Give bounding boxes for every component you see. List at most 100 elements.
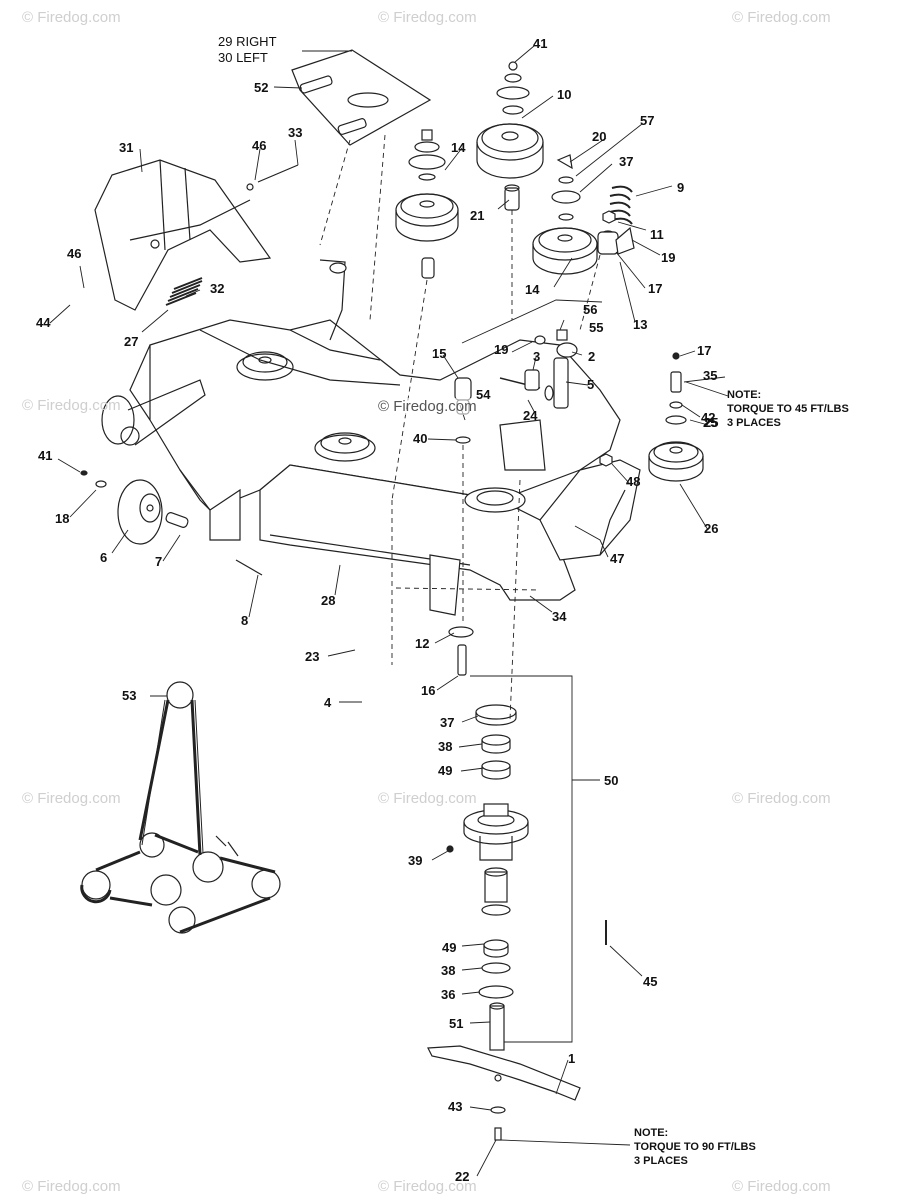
watermark: © Firedog.com <box>22 1178 121 1195</box>
callout: 56 <box>583 302 598 317</box>
watermark: © Firedog.com <box>378 790 477 807</box>
callout: 37 <box>619 154 634 169</box>
callout: 36 <box>441 987 456 1002</box>
callout: 19 <box>494 342 509 357</box>
callout: 44 <box>36 315 51 330</box>
gauge-wheel <box>117 479 163 545</box>
callout: 37 <box>440 715 455 730</box>
callout: 28 <box>321 593 336 608</box>
left-label: 30 LEFT <box>218 50 268 65</box>
note-line: 3 PLACES <box>727 417 781 429</box>
callout: 57 <box>640 113 655 128</box>
callout: 16 <box>421 683 436 698</box>
callout: 9 <box>677 180 685 195</box>
callout: 47 <box>610 551 625 566</box>
callout: 5 <box>587 377 595 392</box>
callout: 55 <box>589 320 604 335</box>
callout: 42 <box>701 410 716 425</box>
callout: 49 <box>442 940 457 955</box>
callout: 6 <box>100 550 108 565</box>
callout: 39 <box>408 853 423 868</box>
wheel-spacer <box>165 512 189 528</box>
bolt-8 <box>235 559 263 576</box>
chute-spring <box>165 277 203 306</box>
right-label: 29 RIGHT <box>218 34 277 49</box>
callout: 24 <box>523 408 538 423</box>
torque-note-top: NOTE: TORQUE TO 45 FT/LBS 3 PLACES <box>727 388 849 430</box>
callout: 20 <box>592 129 607 144</box>
watermark: © Firedog.com <box>732 9 831 26</box>
callout: 40 <box>413 431 428 446</box>
callout: 33 <box>288 125 303 140</box>
mower-deck <box>129 259 641 616</box>
note-line: TORQUE TO 90 FT/LBS <box>634 1141 756 1153</box>
callout: 14 <box>525 282 540 297</box>
watermark: © Firedog.com <box>22 790 121 807</box>
callout: 34 <box>552 609 567 624</box>
callout: 35 <box>703 368 718 383</box>
callout: 7 <box>155 554 163 569</box>
callout: 26 <box>704 521 719 536</box>
callout: 38 <box>438 739 453 754</box>
callout: 45 <box>643 974 658 989</box>
watermark: © Firedog.com <box>378 9 477 26</box>
pulley-26 <box>648 352 704 482</box>
callout: 10 <box>557 87 572 102</box>
shield-side-labels: 29 RIGHT 30 LEFT <box>218 34 277 66</box>
callout: 19 <box>661 250 676 265</box>
callout: 41 <box>533 36 548 51</box>
callout: 1 <box>568 1051 576 1066</box>
callout: 46 <box>67 246 82 261</box>
callout: 22 <box>455 1169 470 1184</box>
idler-spring-9 <box>609 185 633 225</box>
callout: 17 <box>697 343 712 358</box>
callout: 8 <box>241 613 249 628</box>
watermark: © Firedog.com <box>22 9 121 26</box>
callout: 21 <box>470 208 485 223</box>
alignment-lines <box>319 134 601 721</box>
note-line: TORQUE TO 45 FT/LBS <box>727 403 849 415</box>
leader-lines <box>49 45 729 1177</box>
idler-pivot-3 <box>499 357 569 409</box>
callout: 25 <box>703 415 718 430</box>
callout: 18 <box>55 511 70 526</box>
callout: 54 <box>476 387 491 402</box>
callout: 43 <box>448 1099 463 1114</box>
discharge-chute <box>94 159 272 311</box>
callout: 11 <box>650 227 664 242</box>
callout: 49 <box>438 763 453 778</box>
callout: 25 <box>704 415 719 430</box>
nut-48 <box>599 453 613 467</box>
callout: 41 <box>38 448 53 463</box>
pulley-14b <box>532 154 598 275</box>
watermark: © Firedog.com <box>22 397 121 414</box>
note-heading: NOTE: <box>727 389 762 401</box>
callout: 50 <box>604 773 619 788</box>
watermark: © Firedog.com <box>378 398 477 415</box>
callout: 15 <box>432 346 447 361</box>
callout: 53 <box>122 688 137 703</box>
washer <box>80 470 107 488</box>
callout: 3 <box>533 349 541 364</box>
callout: 48 <box>626 474 641 489</box>
callout: 14 <box>451 140 466 155</box>
belt-shield <box>291 49 432 146</box>
callout: 32 <box>210 281 225 296</box>
watermark: © Firedog.com <box>732 1178 831 1195</box>
note-line: 3 PLACES <box>634 1155 688 1167</box>
mower-blade <box>427 1045 581 1101</box>
callout: 4 <box>324 695 332 710</box>
callout: 2 <box>588 349 596 364</box>
pulley-14a <box>395 129 459 279</box>
callout: 17 <box>648 281 663 296</box>
callout: 31 <box>119 140 134 155</box>
callout: 51 <box>449 1016 464 1031</box>
watermark: © Firedog.com <box>378 1178 477 1195</box>
callout: 38 <box>441 963 456 978</box>
callout: 13 <box>633 317 648 332</box>
chute-rod <box>246 164 299 191</box>
note-heading: NOTE: <box>634 1127 669 1139</box>
pivot-2 <box>534 329 578 358</box>
callout: 27 <box>124 334 139 349</box>
